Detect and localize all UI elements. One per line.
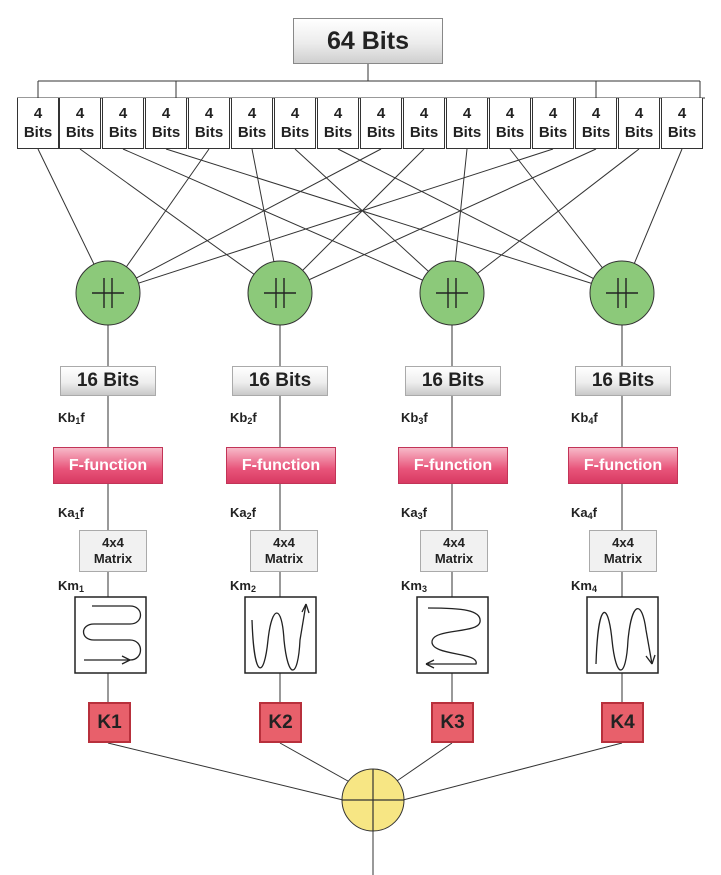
branch-2-kaf-label: Ka2f bbox=[230, 505, 256, 521]
nibble-size: 4 bbox=[247, 105, 257, 122]
concat-node-4 bbox=[589, 260, 655, 326]
nibble-unit: Bits bbox=[538, 124, 568, 141]
nibble-size: 4 bbox=[75, 105, 85, 122]
branch-2-km-label: Km2 bbox=[230, 578, 256, 594]
branch-1-km-label: Km1 bbox=[58, 578, 84, 594]
nibble-size: 4 bbox=[419, 105, 429, 122]
nibble-size: 4 bbox=[376, 105, 386, 122]
nibble-size: 4 bbox=[333, 105, 343, 122]
nibble-size: 4 bbox=[161, 105, 171, 122]
s-curve-right-arrow-icon bbox=[82, 605, 142, 661]
nibble-unit: Bits bbox=[108, 124, 138, 141]
waveform-box-4 bbox=[586, 596, 659, 674]
key-box-4: K4 bbox=[601, 702, 644, 743]
branch-3-kaf-label: Ka3f bbox=[401, 505, 427, 521]
xor-node bbox=[341, 768, 405, 832]
nibble-unit: Bits bbox=[65, 124, 95, 141]
branch-3-16-bits-block: 16 Bits bbox=[405, 366, 501, 396]
key-box-2: K2 bbox=[259, 702, 302, 743]
concat-node-1 bbox=[75, 260, 141, 326]
nibble-size: 4 bbox=[634, 105, 644, 122]
branch-4-f-function: F-function bbox=[568, 447, 678, 484]
nibble-size: 4 bbox=[204, 105, 214, 122]
nibble-size: 4 bbox=[118, 105, 128, 122]
branch-1-kbf-label: Kb1f bbox=[58, 410, 85, 426]
waveform-box-2 bbox=[244, 596, 317, 674]
branch-2-16-bits-block: 16 Bits bbox=[232, 366, 328, 396]
nibble-size: 4 bbox=[677, 105, 687, 122]
waveform-box-1 bbox=[74, 596, 147, 674]
nibble-unit: Bits bbox=[452, 124, 482, 141]
nibble-unit: Bits bbox=[194, 124, 224, 141]
branch-1-kaf-label: Ka1f bbox=[58, 505, 84, 521]
concat-node-2 bbox=[247, 260, 313, 326]
nibble-unit: Bits bbox=[151, 124, 181, 141]
key-box-3: K3 bbox=[431, 702, 474, 743]
key-box-1: K1 bbox=[88, 702, 131, 743]
branch-2-kbf-label: Kb2f bbox=[230, 410, 257, 426]
branch-3-f-function: F-function bbox=[398, 447, 508, 484]
nibble-unit: Bits bbox=[366, 124, 396, 141]
nibble-size: 4 bbox=[290, 105, 300, 122]
branch-3-kbf-label: Kb3f bbox=[401, 410, 428, 426]
input-64-bits-block: 64 Bits bbox=[293, 18, 443, 64]
s-curve-left-arrow-icon bbox=[426, 607, 481, 665]
waveform-box-3 bbox=[416, 596, 489, 674]
nibble-size: 4 bbox=[462, 105, 472, 122]
branch-4-kbf-label: Kb4f bbox=[571, 410, 598, 426]
nibble-size: 4 bbox=[505, 105, 515, 122]
nibble-size: 4 bbox=[33, 105, 43, 122]
branch-1-f-function: F-function bbox=[53, 447, 163, 484]
nibble-unit: Bits bbox=[667, 124, 697, 141]
nibble-unit: Bits bbox=[280, 124, 310, 141]
branch-1-16-bits-block: 16 Bits bbox=[60, 366, 156, 396]
nibble-unit: Bits bbox=[409, 124, 439, 141]
nibble-unit: Bits bbox=[237, 124, 267, 141]
oscillation-up-arrow-icon bbox=[251, 603, 307, 671]
nibble-unit: Bits bbox=[624, 124, 654, 141]
nibble-size: 4 bbox=[548, 105, 558, 122]
oscillation-down-arrow-icon bbox=[595, 608, 653, 671]
branch-3-km-label: Km3 bbox=[401, 578, 427, 594]
nibble-size: 4 bbox=[591, 105, 601, 122]
nibble-unit: Bits bbox=[323, 124, 353, 141]
nibble-unit: Bits bbox=[495, 124, 525, 141]
branch-4-km-label: Km4 bbox=[571, 578, 597, 594]
nibble-unit: Bits bbox=[23, 124, 53, 141]
branch-4-16-bits-block: 16 Bits bbox=[575, 366, 671, 396]
branch-2-f-function: F-function bbox=[226, 447, 336, 484]
branch-4-kaf-label: Ka4f bbox=[571, 505, 597, 521]
nibble-unit: Bits bbox=[581, 124, 611, 141]
concat-node-3 bbox=[419, 260, 485, 326]
